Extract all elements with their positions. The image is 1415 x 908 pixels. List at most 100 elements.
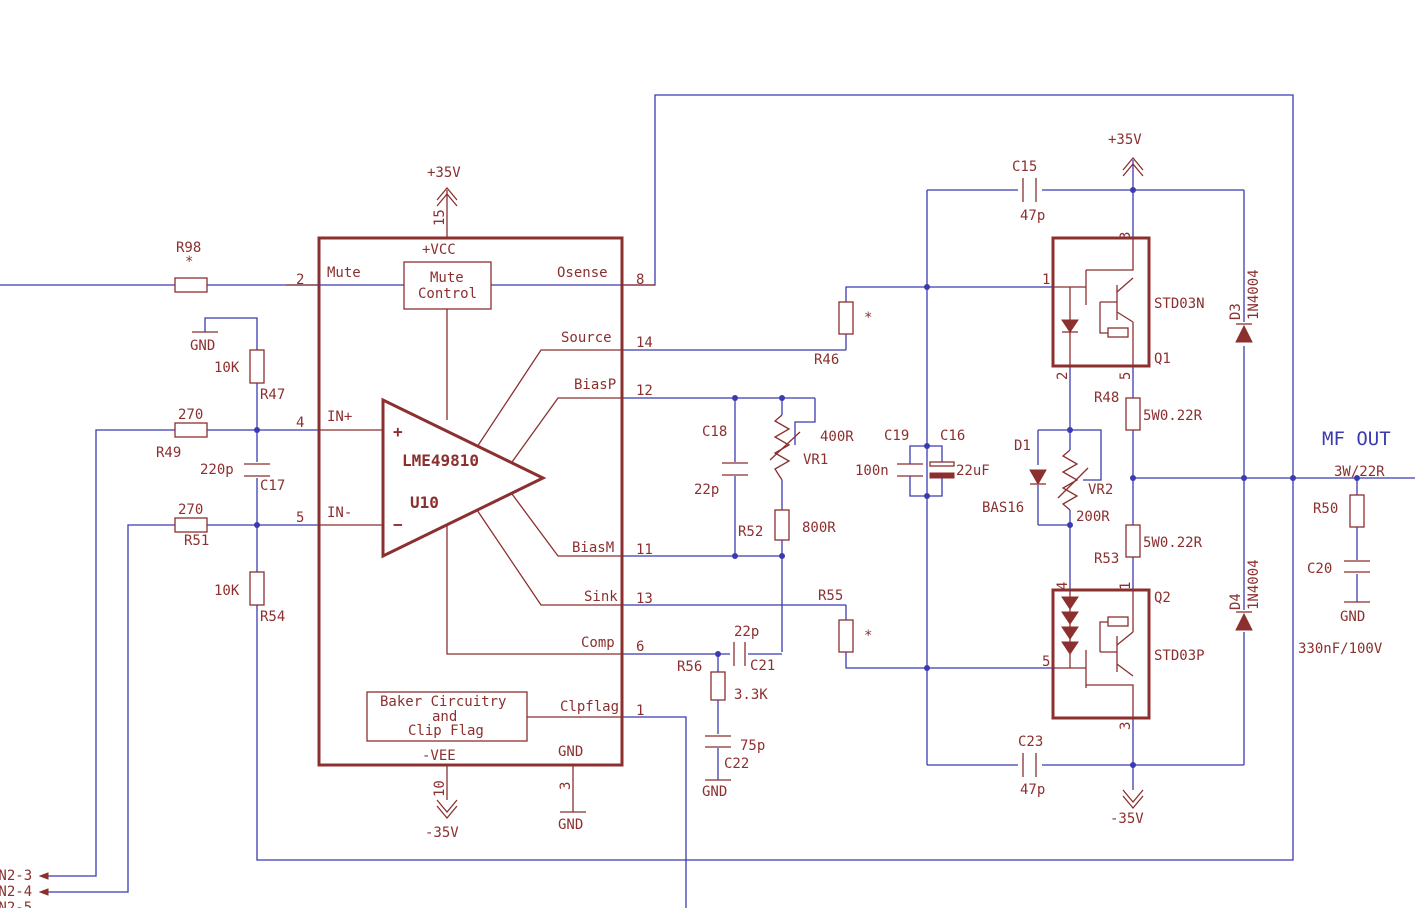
- c22-label: C22: [724, 756, 749, 772]
- pinnum-biasp: 12: [636, 383, 653, 399]
- r50-value: 3W/22R: [1334, 464, 1385, 480]
- c21-label: C21: [750, 658, 775, 674]
- connector-in2-5: IN2-5: [0, 900, 32, 908]
- c17-label: C17: [260, 478, 285, 494]
- c22-gnd: GND: [702, 784, 727, 800]
- opamp-minus-sign: −: [393, 515, 403, 534]
- r54-value: 10K: [214, 583, 240, 599]
- r55-label: R55: [818, 588, 843, 604]
- c15-label: C15: [1012, 159, 1037, 175]
- r51-value: 270: [178, 502, 203, 518]
- q1-pin-emit: 5: [1118, 372, 1134, 380]
- q1-label: Q1: [1154, 351, 1171, 367]
- pin-source-label: Source: [561, 330, 612, 346]
- r50-label: R50: [1313, 501, 1338, 517]
- connector-in2-4: IN2-4: [0, 884, 32, 900]
- c16-label: C16: [940, 428, 965, 444]
- c20-label: C20: [1307, 561, 1332, 577]
- pin-clpflag-label: Clpflag: [560, 699, 619, 715]
- pin-inp-label: IN+: [327, 409, 352, 425]
- vr2-label: VR2: [1088, 482, 1113, 498]
- ic-gnd-supply: GND: [558, 817, 583, 833]
- out-vee-supply: -35V: [1110, 811, 1144, 827]
- pinnum-gnd: 3: [558, 782, 574, 790]
- out-vcc-supply: +35V: [1108, 132, 1142, 148]
- pin-comp-label: Comp: [581, 635, 615, 651]
- d3-part: 1N4004: [1246, 269, 1262, 320]
- r53-value: 5W0.22R: [1143, 535, 1203, 551]
- q2-pin-bot: 3: [1118, 722, 1134, 730]
- r46-label: R46: [814, 352, 839, 368]
- ic-part-label: LME49810: [402, 451, 479, 470]
- vr1-value: 400R: [820, 429, 854, 445]
- vr1-label: VR1: [803, 452, 828, 468]
- ic-vcc-supply: +35V: [427, 165, 461, 181]
- ic-u10: +VCC -VEE Mute Osense Source BiasP IN+ I…: [286, 190, 655, 813]
- r52-label: R52: [738, 524, 763, 540]
- d1-label: D1: [1014, 438, 1031, 454]
- bias-network: * R46 C18 22p 400R VR1 R52 800R R55 * 22…: [677, 301, 872, 800]
- pin-inm-label: IN-: [327, 505, 352, 521]
- r46-value: *: [864, 310, 872, 326]
- baker-line2: and: [432, 709, 457, 725]
- r54-label: R54: [260, 609, 285, 625]
- c18-label: C18: [702, 424, 727, 440]
- pinnum-biasm: 11: [636, 542, 653, 558]
- pin-biasp-label: BiasP: [574, 377, 616, 393]
- c17-value: 220p: [200, 462, 234, 478]
- connector-in2-3: IN2-3: [0, 868, 32, 884]
- r56-value: 3.3K: [734, 687, 768, 703]
- baker-line1: Baker Circuitry: [380, 694, 506, 710]
- q1-part: STD03N: [1154, 296, 1205, 312]
- pinnum-clpflag: 1: [636, 703, 644, 719]
- pin-mute-label: Mute: [327, 265, 361, 281]
- q2-pin-base: 5: [1042, 654, 1050, 670]
- r53-label: R53: [1094, 551, 1119, 567]
- q2-pin-emit: 1: [1118, 582, 1134, 590]
- d1-part: BAS16: [982, 500, 1024, 516]
- pin-gnd-label: GND: [558, 744, 583, 760]
- c19-value: 100n: [855, 463, 889, 479]
- q2-part: STD03P: [1154, 648, 1205, 664]
- r55-value: *: [864, 628, 872, 644]
- q2-label: Q2: [1154, 590, 1171, 606]
- supply-symbols: +35V -35V GND +35V -35V: [425, 132, 1144, 841]
- mute-control-line1: Mute: [430, 270, 464, 286]
- c15-value: 47p: [1020, 208, 1045, 224]
- r48-value: 5W0.22R: [1143, 408, 1203, 424]
- c18-value: 22p: [694, 482, 719, 498]
- c19-label: C19: [884, 428, 909, 444]
- q1-pin-top: 3: [1118, 232, 1134, 240]
- mute-control-line2: Control: [418, 286, 477, 302]
- input-network: R98 * GND 10K R47 270 R49 220p C17 270 R…: [0, 240, 285, 908]
- output-label: MF OUT: [1322, 428, 1391, 450]
- r47-gnd: GND: [190, 338, 215, 354]
- vr2-value: 200R: [1076, 509, 1110, 525]
- output-stage: C15 47p C23 47p C19 100n C16 22uF: [855, 159, 1391, 798]
- r51-label: R51: [184, 533, 209, 549]
- q1-pin-bot: 2: [1055, 372, 1071, 380]
- c20-gnd: GND: [1340, 609, 1365, 625]
- r49-value: 270: [178, 407, 203, 423]
- junctions: [254, 187, 1360, 768]
- c23-value: 47p: [1020, 782, 1045, 798]
- r98-label: R98: [176, 240, 201, 256]
- pinnum-sink: 13: [636, 591, 653, 607]
- ic-ref-label: U10: [410, 493, 439, 512]
- c21-value: 22p: [734, 624, 759, 640]
- c16-value: 22uF: [956, 463, 990, 479]
- pin-vee-label: -VEE: [422, 748, 456, 764]
- baker-line3: Clip Flag: [408, 723, 484, 739]
- r47-value: 10K: [214, 360, 240, 376]
- r48-label: R48: [1094, 390, 1119, 406]
- r56-label: R56: [677, 659, 702, 675]
- pinnum-inp: 4: [296, 415, 304, 431]
- d4-label: D4: [1228, 593, 1244, 610]
- pinnum-comp: 6: [636, 639, 644, 655]
- pin-sink-label: Sink: [584, 589, 618, 605]
- pin-biasm-label: BiasM: [572, 540, 614, 556]
- pinnum-source: 14: [636, 335, 653, 351]
- pinnum-osense: 8: [636, 272, 644, 288]
- q2-pin-top: 4: [1055, 582, 1071, 590]
- pinnum-inm: 5: [296, 510, 304, 526]
